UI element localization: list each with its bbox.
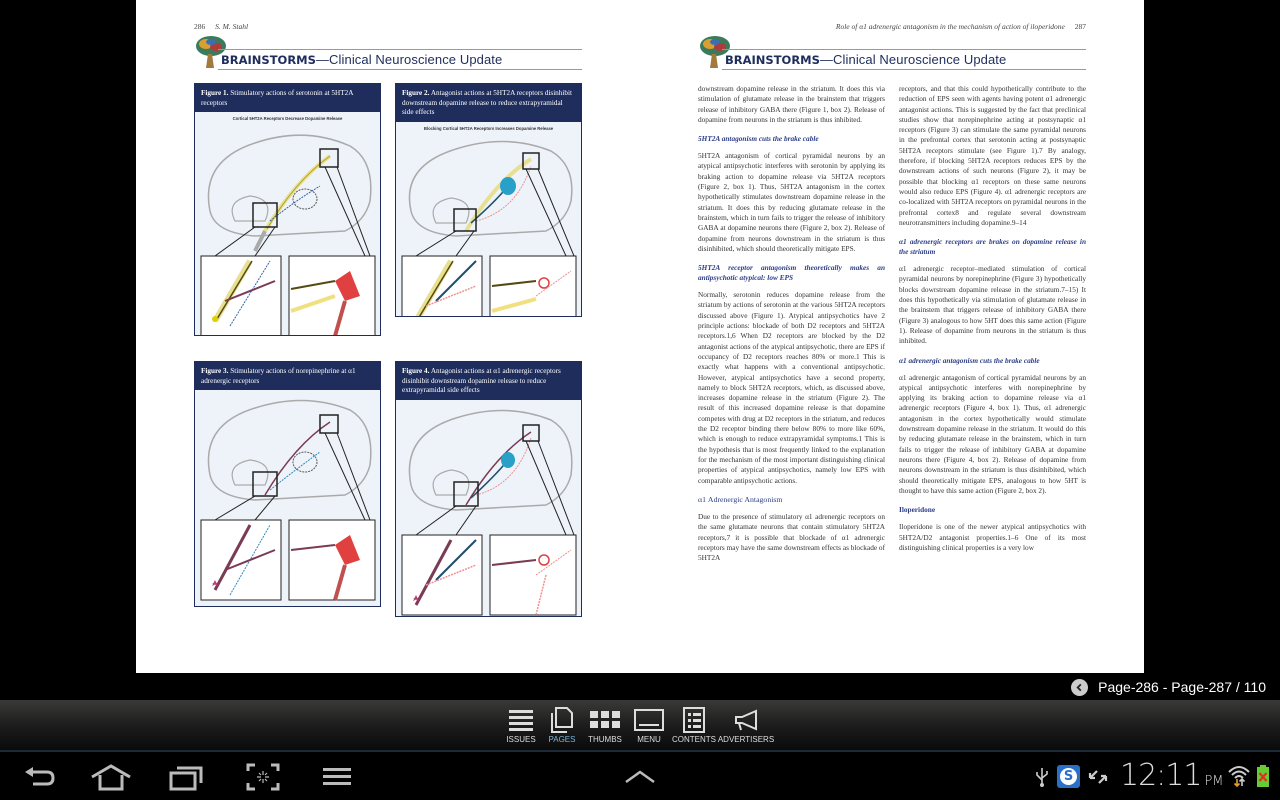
- section-heading: 5HT2A antagonism cuts the brake cable: [698, 134, 819, 144]
- grid-icon: [590, 705, 620, 735]
- recent-apps-icon: [169, 766, 203, 791]
- toolbar-label: MENU: [637, 735, 661, 744]
- brain-tree-logo-icon: [196, 36, 226, 68]
- toolbar-thumbs-button[interactable]: THUMBS: [583, 705, 627, 744]
- brainstorms-banner: BRAINSTORMS—Clinical Neuroscience Update: [698, 34, 1086, 74]
- toolbar-advertisers-button[interactable]: ADVERTISERS: [717, 705, 775, 744]
- author: S. M. Stahl: [215, 22, 249, 31]
- figure-4[interactable]: Figure 4. Antagonist actions at α1 adren…: [395, 361, 582, 617]
- paragraph: downstream dopamine release in the stria…: [698, 84, 885, 124]
- brain-diagram-icon: [200, 399, 376, 601]
- brain-diagram-icon: [200, 134, 376, 335]
- page-indicator: Page-286 - Page-287 / 110: [1071, 676, 1266, 698]
- brain-diagram-icon: [401, 140, 577, 316]
- figure-1-title: Cortical 5HT2A Receptors Decrease Dopami…: [232, 116, 343, 121]
- battery-icon: [1257, 765, 1269, 787]
- sync-icon: [1088, 770, 1108, 784]
- figure-4-caption: Figure 4. Antagonist actions at α1 adren…: [396, 362, 581, 400]
- app-toolbar: ISSUES PAGES THUMBS MENU CONTENTS: [0, 700, 1280, 752]
- menu-icon: [323, 768, 351, 785]
- section-heading: 5HT2A receptor antagonism theoretically …: [698, 263, 885, 283]
- list-icon: [507, 705, 535, 735]
- toolbar-label: ADVERTISERS: [717, 735, 775, 744]
- banner-rule-bottom: [218, 69, 582, 70]
- back-icon: [25, 767, 55, 786]
- figure-3-caption: Figure 3. Stimulatory actions of norepin…: [195, 362, 380, 390]
- toolbar-label: ISSUES: [506, 735, 536, 744]
- section-heading: Iloperidone: [899, 505, 936, 515]
- running-head-right: Role of α1 adrenergic antagonism in the …: [836, 22, 1086, 31]
- contents-icon: [682, 705, 706, 735]
- figure-2-title: Blocking Cortical 5HT2A Receptors Increa…: [423, 125, 554, 131]
- page-indicator-text: Page-286 - Page-287 / 110: [1098, 679, 1266, 695]
- nav-home-button[interactable]: [86, 762, 136, 792]
- paragraph: α1 adrenergic receptor–mediated stimulat…: [899, 264, 1086, 346]
- toolbar-label: PAGES: [548, 735, 576, 744]
- back-arrow-icon[interactable]: [1071, 678, 1089, 696]
- nav-screenshot-button[interactable]: [238, 762, 288, 792]
- running-title: Role of α1 adrenergic antagonism in the …: [835, 22, 1065, 31]
- page-number: 287: [1074, 22, 1086, 31]
- page-spread[interactable]: 286 S. M. Stahl BRAINSTORMS—Clinical Neu…: [136, 0, 1144, 673]
- pages-icon: [548, 705, 576, 735]
- paragraph: 5HT2A antagonism of cortical pyramidal n…: [698, 151, 885, 253]
- paragraph: receptors, and that this could hypotheti…: [899, 84, 1086, 227]
- nav-menu-button[interactable]: [312, 762, 362, 792]
- nav-recent-apps-button[interactable]: [162, 762, 212, 792]
- text-column-2: receptors, and that this could hypotheti…: [899, 84, 1086, 562]
- section-heading: α1 Adrenergic Antagonism: [698, 494, 783, 504]
- toolbar-issues-button[interactable]: ISSUES: [501, 705, 541, 744]
- figure-2[interactable]: Figure 2. Antagonist actions at 5HT2A re…: [395, 83, 582, 317]
- toolbar-menu-button[interactable]: MENU: [627, 705, 671, 744]
- menu-window-icon: [634, 705, 664, 735]
- left-page: 286 S. M. Stahl BRAINSTORMS—Clinical Neu…: [136, 0, 640, 673]
- toolbar-pages-button[interactable]: PAGES: [541, 705, 583, 744]
- megaphone-icon: [732, 705, 760, 735]
- show-toolbar-button[interactable]: [615, 762, 665, 792]
- wifi-icon: [1228, 766, 1250, 788]
- magazine-viewer[interactable]: 286 S. M. Stahl BRAINSTORMS—Clinical Neu…: [0, 0, 1280, 700]
- toolbar-contents-button[interactable]: CONTENTS: [671, 705, 717, 744]
- banner-title: BRAINSTORMS—Clinical Neuroscience Update: [725, 52, 1007, 67]
- s-app-icon: S: [1057, 765, 1080, 788]
- figure-2-caption: Figure 2. Antagonist actions at 5HT2A re…: [396, 84, 581, 122]
- section-heading: α1 adrenergic antagonism cuts the brake …: [899, 355, 1040, 365]
- home-icon: [91, 764, 131, 791]
- figure-3[interactable]: Figure 3. Stimulatory actions of norepin…: [194, 361, 381, 607]
- figure-1[interactable]: Figure 1. Stimulatory actions of seroton…: [194, 83, 381, 336]
- toolbar-label: THUMBS: [588, 735, 622, 744]
- banner-rule-top: [722, 49, 1086, 50]
- running-head-left: 286 S. M. Stahl: [194, 22, 248, 31]
- nav-back-button[interactable]: [14, 762, 64, 792]
- banner-rule-top: [218, 49, 582, 50]
- figure-1-caption: Figure 1. Stimulatory actions of seroton…: [195, 84, 380, 112]
- toolbar-label: CONTENTS: [672, 735, 716, 744]
- right-page: Role of α1 adrenergic antagonism in the …: [640, 0, 1144, 673]
- paragraph: α1 adrenergic antagonism of cortical pyr…: [899, 372, 1086, 495]
- brain-diagram-icon: [401, 409, 577, 615]
- brainstorms-banner: BRAINSTORMS—Clinical Neuroscience Update: [194, 34, 582, 74]
- screenshot-icon: [246, 763, 280, 791]
- paragraph: Due to the presence of stimulatory α1 ad…: [698, 512, 885, 563]
- chevron-up-icon: [625, 770, 655, 784]
- paragraph: Normally, serotonin reduces dopamine rel…: [698, 290, 885, 485]
- page-number: 286: [194, 22, 206, 31]
- banner-rule-bottom: [722, 69, 1086, 70]
- section-heading: α1 adrenergic receptors are brakes on do…: [899, 237, 1086, 257]
- banner-title: BRAINSTORMS—Clinical Neuroscience Update: [221, 52, 503, 67]
- paragraph: Iloperidone is one of the newer atypical…: [899, 522, 1086, 552]
- usb-icon: [1036, 768, 1048, 787]
- text-column-1: downstream dopamine release in the stria…: [698, 84, 885, 573]
